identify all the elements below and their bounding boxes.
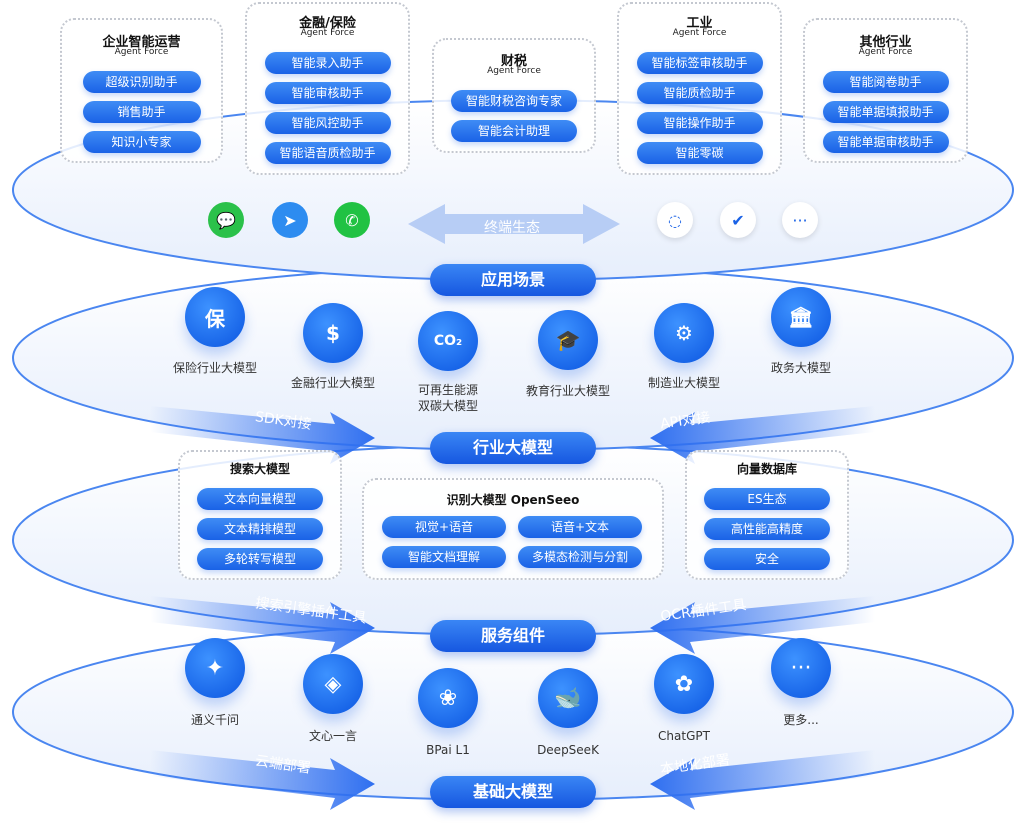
industry-model-label: 教育行业大模型 xyxy=(525,384,610,398)
agent-group-title: 企业智能运营 xyxy=(102,35,181,50)
industry-model-label: 可再生能源 双碳大模型 xyxy=(417,383,478,413)
service-group-box: 向量数据库 ES生态高性能高精度安全 xyxy=(685,450,849,580)
agent-button[interactable]: 智能财税咨询专家 xyxy=(451,90,577,112)
service-group-title: 向量数据库 xyxy=(736,462,797,476)
industry-model-label: 金融行业大模型 xyxy=(290,376,375,390)
more-icon[interactable]: ··· xyxy=(782,202,818,238)
agent-button[interactable]: 智能单据填报助手 xyxy=(822,101,949,123)
service-group-title: 搜索大模型 xyxy=(229,462,290,476)
dingtalk-icon[interactable]: ➤ xyxy=(272,202,308,238)
government-building-icon[interactable]: 🏛 xyxy=(771,287,831,347)
agent-group-title: 金融/保险 xyxy=(299,16,356,31)
base-model-label: 文心一言 xyxy=(308,729,357,743)
service-group-box: 识别大模型 OpenSeeo 视觉+语音语音+文本智能文档理解多模态检测与分割 xyxy=(362,478,664,580)
service-button[interactable]: 高性能高精度 xyxy=(704,518,830,540)
service-button[interactable]: 文本向量模型 xyxy=(197,488,323,510)
service-button[interactable]: 智能文档理解 xyxy=(382,546,506,568)
chatgpt-icon[interactable]: ✿ xyxy=(654,654,714,714)
service-button[interactable]: 多轮转写模型 xyxy=(197,548,323,570)
agent-group-subtitle: Agent Force xyxy=(487,66,541,76)
wechat-icon[interactable]: 💬 xyxy=(208,202,244,238)
graduation-cap-icon[interactable]: 🎓 xyxy=(538,310,598,370)
search-plugin-arrow xyxy=(150,596,375,654)
agent-group-subtitle: Agent Force xyxy=(858,47,913,57)
agent-button[interactable]: 智能录入助手 xyxy=(264,52,391,74)
bpai-icon[interactable]: ❀ xyxy=(418,668,478,728)
layer-industry-button[interactable]: 行业大模型 xyxy=(430,432,596,464)
agent-button[interactable]: 智能操作助手 xyxy=(636,112,763,134)
agent-button[interactable]: 知识小专家 xyxy=(82,131,201,153)
local-arrow xyxy=(650,750,875,810)
base-model-label: DeepSeeK xyxy=(537,743,599,757)
terminal-arrow xyxy=(408,204,620,244)
agent-button[interactable]: 智能零碳 xyxy=(636,142,763,164)
co2-cloud-icon[interactable]: CO₂ xyxy=(418,311,478,371)
layer-service-button[interactable]: 服务组件 xyxy=(430,620,596,652)
phone-icon[interactable]: ✆ xyxy=(334,202,370,238)
tongyi-icon[interactable]: ✦ xyxy=(185,638,245,698)
agent-button[interactable]: 智能风控助手 xyxy=(264,112,391,134)
service-button[interactable]: 视觉+语音 xyxy=(382,516,506,538)
agent-group-subtitle: Agent Force xyxy=(672,28,727,38)
service-button[interactable]: ES生态 xyxy=(704,488,830,510)
base-model-label: 通义千问 xyxy=(190,713,239,727)
agent-button[interactable]: 超级识别助手 xyxy=(82,71,201,93)
agent-group-title: 财税 xyxy=(500,54,527,69)
agent-button[interactable]: 智能单据审核助手 xyxy=(822,131,949,153)
agent-group-title: 工业 xyxy=(686,16,713,31)
agent-button[interactable]: 智能质检助手 xyxy=(636,82,763,104)
agent-button[interactable]: 智能会计助理 xyxy=(451,120,577,142)
feishu-icon[interactable]: ✔ xyxy=(720,202,756,238)
service-button[interactable]: 文本精排模型 xyxy=(197,518,323,540)
robot-arm-icon[interactable]: ⚙ xyxy=(654,303,714,363)
service-button[interactable]: 多模态检测与分割 xyxy=(518,546,642,568)
agent-button[interactable]: 智能审核助手 xyxy=(264,82,391,104)
cloud-arrow xyxy=(150,750,375,810)
more-icon[interactable]: ··· xyxy=(771,638,831,698)
terminal-label: 终端生态 xyxy=(484,220,540,236)
wenxin-icon[interactable]: ◈ xyxy=(303,654,363,714)
sdk-arrow xyxy=(150,406,375,464)
service-button[interactable]: 安全 xyxy=(704,548,830,570)
insurance-shield-icon[interactable]: 保 xyxy=(185,287,245,347)
layer-app-button[interactable]: 应用场景 xyxy=(430,264,596,296)
service-group-box: 搜索大模型文本向量模型文本精排模型多轮转写模型 xyxy=(178,450,342,580)
ocr-plugin-arrow xyxy=(650,596,875,654)
agent-button[interactable]: 智能阅卷助手 xyxy=(822,71,949,93)
industry-model-label: 政务大模型 xyxy=(770,361,831,375)
base-model-label: 更多... xyxy=(783,713,819,727)
base-model-label: BPai L1 xyxy=(426,743,470,757)
dollar-icon[interactable]: $ xyxy=(303,303,363,363)
base-model-label: ChatGPT xyxy=(658,729,710,743)
agent-button[interactable]: 智能语音质检助手 xyxy=(264,142,391,164)
agent-group-title: 其他行业 xyxy=(859,35,912,50)
chat-icon[interactable]: ◌ xyxy=(657,202,693,238)
industry-model-label: 保险行业大模型 xyxy=(172,361,257,375)
layer-base-button[interactable]: 基础大模型 xyxy=(430,776,596,808)
agent-button[interactable]: 销售助手 xyxy=(82,101,201,123)
service-button[interactable]: 语音+文本 xyxy=(518,516,642,538)
agent-group-subtitle: Agent Force xyxy=(300,28,355,38)
agent-group-subtitle: Agent Force xyxy=(114,47,169,57)
service-group-title: 识别大模型 OpenSeeo xyxy=(446,493,580,507)
industry-model-label: 制造业大模型 xyxy=(647,376,720,390)
deepseek-whale-icon[interactable]: 🐋 xyxy=(538,668,598,728)
agent-button[interactable]: 智能标签审核助手 xyxy=(636,52,763,74)
api-arrow xyxy=(650,406,875,464)
